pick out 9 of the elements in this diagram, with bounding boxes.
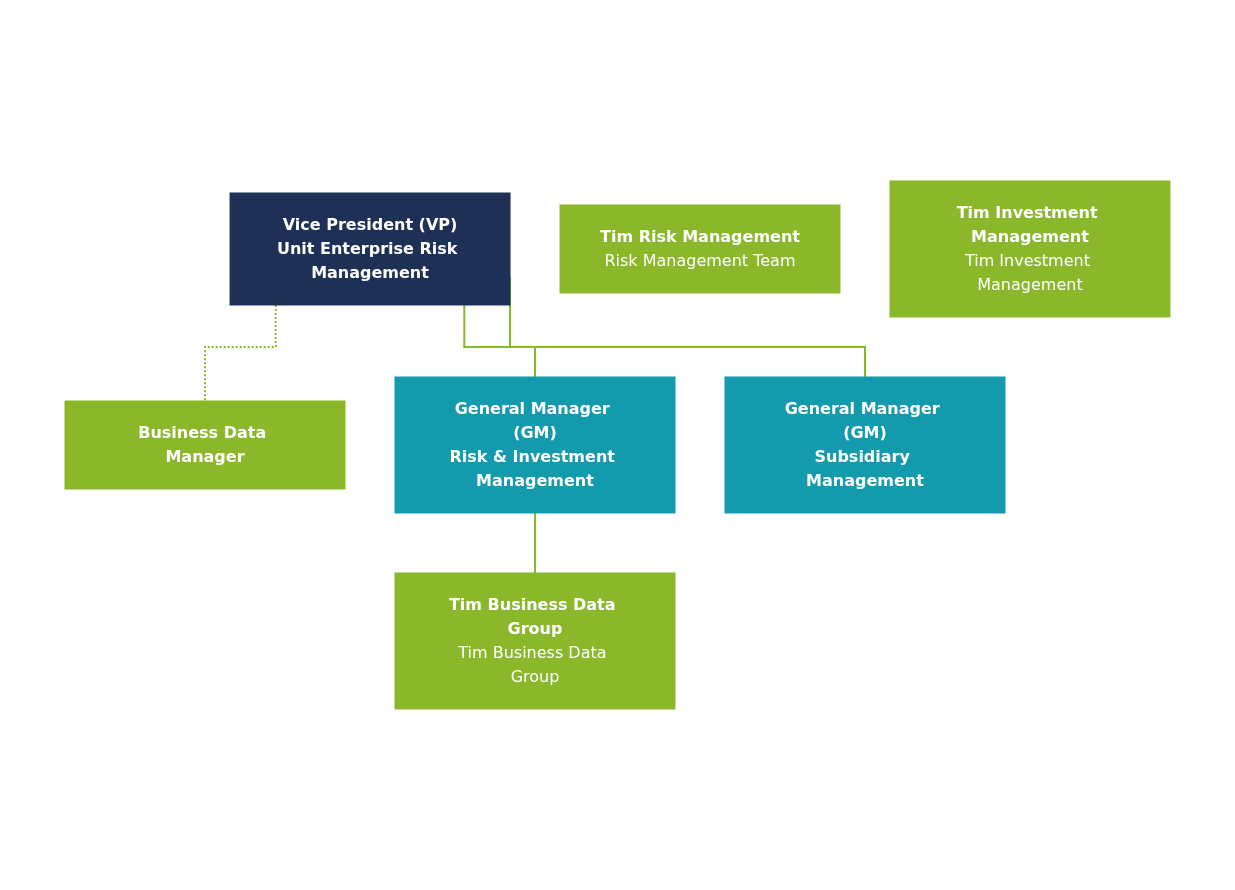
node-box: General Manager (GM) Risk & Investment Management [394,376,676,514]
node-box: General Manager (GM) Subsidiary Management [724,376,1006,514]
node-box: Tim Investment Management Tim Investment Management [889,180,1171,318]
node-box: Tim Business Data Group Tim Business Data Group [394,572,676,710]
node-box: Business Data Manager [64,400,346,490]
connector [463,304,536,378]
node-box: Vice President (VP) Unit Enterprise Risk Management [229,192,511,306]
node-box: Tim Risk Management Risk Management Team [559,204,841,294]
connector [534,512,536,574]
